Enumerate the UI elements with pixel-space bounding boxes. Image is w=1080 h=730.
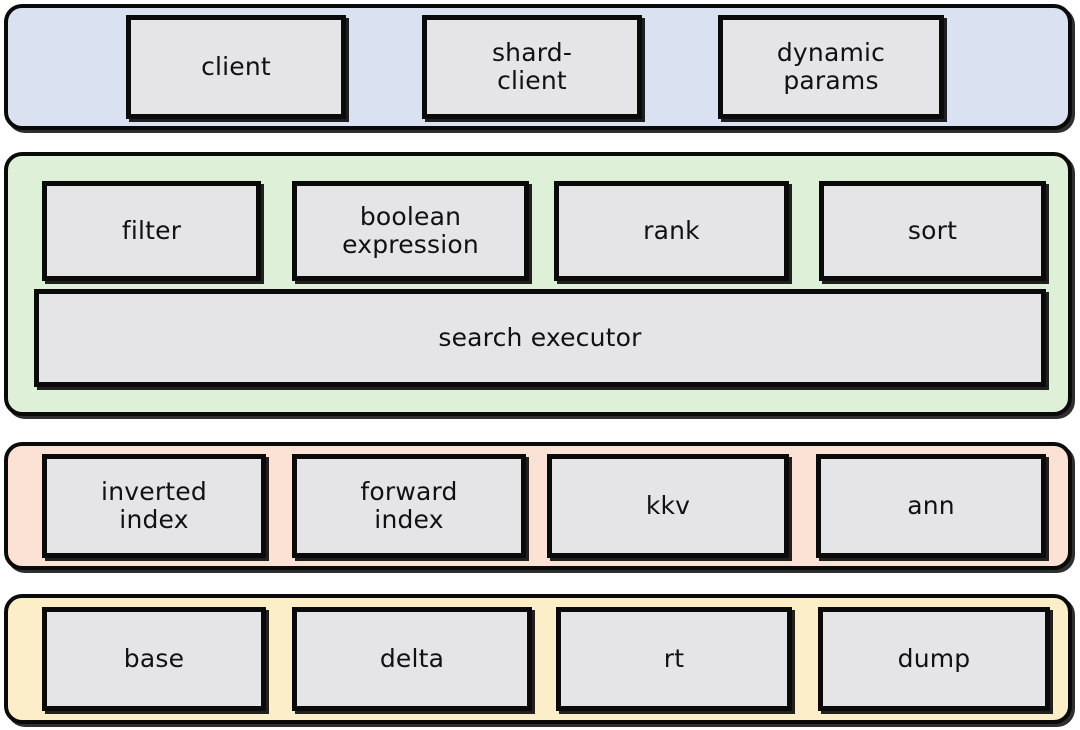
node-sort[interactable]: sort: [819, 181, 1046, 281]
node-boolean-expression[interactable]: boolean expression: [292, 181, 529, 281]
node-rt[interactable]: rt: [556, 607, 792, 711]
layer-query-top-row: filter boolean expression rank sort: [8, 181, 1068, 281]
node-client-label: client: [201, 52, 271, 81]
node-filter-label: filter: [121, 216, 182, 245]
layer-client-row: client shard- client dynamic params: [8, 15, 1068, 119]
node-rank[interactable]: rank: [554, 181, 789, 281]
node-base[interactable]: base: [42, 607, 266, 711]
layer-storage-row: base delta rt dump: [8, 607, 1068, 711]
node-dump[interactable]: dump: [818, 607, 1050, 711]
node-ann[interactable]: ann: [816, 454, 1046, 558]
node-ann-label: ann: [907, 491, 955, 520]
node-forward-index-label-line2: index: [374, 505, 444, 534]
node-rt-label: rt: [663, 644, 685, 673]
node-delta-label: delta: [379, 644, 445, 673]
node-inverted-index-label-line1: inverted: [101, 477, 207, 506]
node-shard-client-label-line1: shard-: [491, 38, 573, 67]
node-forward-index-label-line1: forward: [360, 477, 458, 506]
node-inverted-index[interactable]: inverted index: [42, 454, 266, 558]
node-search-executor-label: search executor: [438, 323, 642, 352]
node-dynamic-params[interactable]: dynamic params: [718, 15, 944, 119]
node-shard-client-label-line2: client: [497, 66, 567, 95]
node-kkv-label: kkv: [645, 491, 691, 520]
node-search-executor[interactable]: search executor: [34, 289, 1046, 387]
node-client[interactable]: client: [126, 15, 346, 119]
node-rank-label: rank: [643, 216, 700, 245]
layer-client: client shard- client dynamic params: [4, 4, 1072, 130]
layer-index-row: inverted index forward index kkv ann: [8, 454, 1068, 558]
layer-index: inverted index forward index kkv ann: [4, 442, 1072, 570]
layer-storage: base delta rt dump: [4, 594, 1072, 724]
node-shard-client[interactable]: shard- client: [422, 15, 642, 119]
node-dump-label: dump: [897, 644, 971, 673]
node-delta[interactable]: delta: [292, 607, 532, 711]
node-boolean-expression-label-line2: expression: [342, 230, 479, 259]
node-filter[interactable]: filter: [42, 181, 261, 281]
layer-query: filter boolean expression rank sort sear…: [4, 152, 1072, 416]
node-base-label: base: [123, 644, 185, 673]
layer-query-bottom-row: search executor: [8, 289, 1068, 387]
node-inverted-index-label-line2: index: [119, 505, 189, 534]
node-dynamic-params-label-line2: params: [783, 66, 879, 95]
node-sort-label: sort: [907, 216, 958, 245]
node-kkv[interactable]: kkv: [547, 454, 789, 558]
node-dynamic-params-label-line1: dynamic: [776, 38, 886, 67]
node-boolean-expression-label-line1: boolean: [359, 202, 462, 231]
node-forward-index[interactable]: forward index: [292, 454, 526, 558]
